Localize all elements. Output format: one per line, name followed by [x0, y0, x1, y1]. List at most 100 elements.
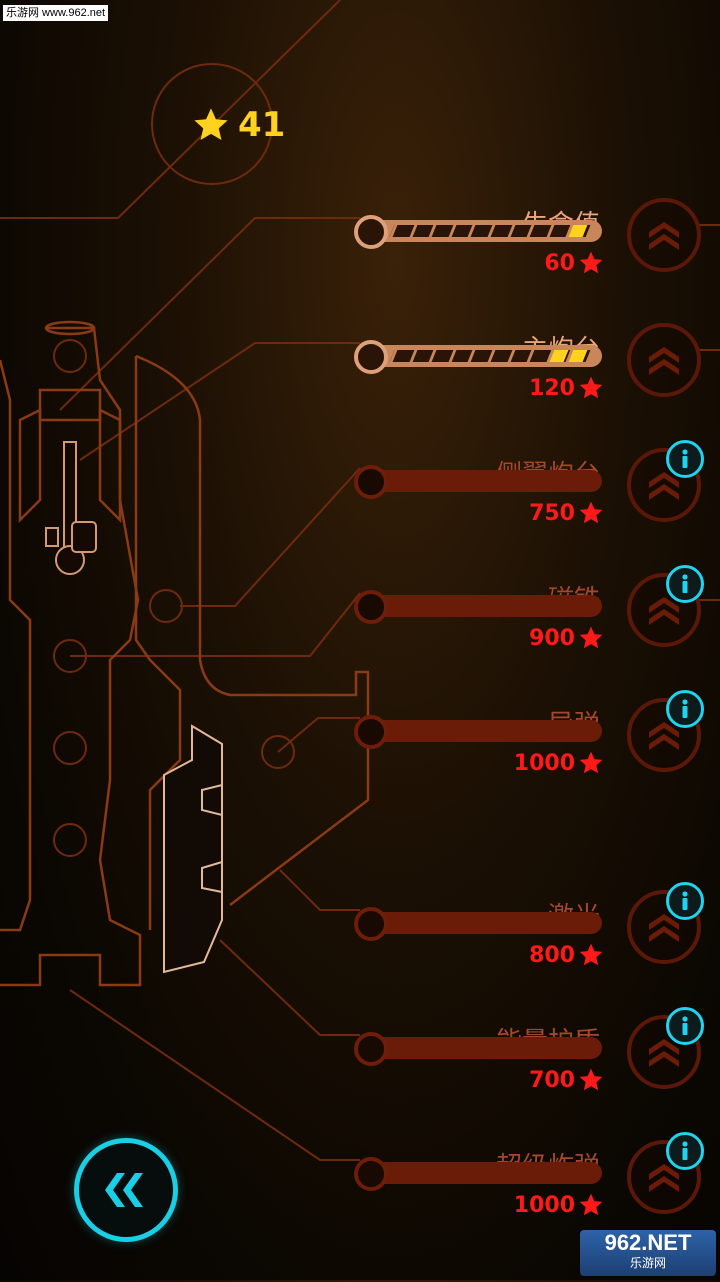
level-segment-empty: [409, 225, 432, 237]
ship-outline: [0, 320, 370, 987]
back-button[interactable]: [74, 1138, 178, 1242]
upgrade-cost: 60: [544, 250, 604, 276]
double-chevron-up-icon: [649, 597, 679, 625]
info-button[interactable]: [666, 1007, 704, 1045]
upgrade-cost-value: 900: [529, 625, 575, 651]
level-segment-empty: [526, 225, 549, 237]
info-icon: [682, 1141, 688, 1160]
watermark-logo: 962.NET 乐游网: [580, 1230, 716, 1276]
level-segment-empty: [467, 350, 490, 362]
red-star-icon: [579, 1068, 603, 1091]
red-star-icon: [579, 943, 603, 966]
level-segment-empty: [546, 225, 569, 237]
upgrade-progress-track: [368, 720, 602, 742]
double-chevron-up-icon: [649, 347, 679, 375]
level-segment-empty: [487, 350, 510, 362]
upgrade-row: 生命值60: [0, 198, 720, 340]
red-star-icon: [579, 751, 603, 774]
upgrade-progress-track: [368, 1162, 602, 1184]
double-chevron-up-icon: [649, 472, 679, 500]
level-segment-empty: [389, 225, 412, 237]
watermark-logo-text: 962.NET: [604, 1230, 692, 1255]
upgrade-row: 激光800: [0, 882, 720, 1032]
upgrade-row: 侧翼炮台750: [0, 440, 720, 590]
star-counter: 41: [192, 104, 285, 146]
info-button[interactable]: [666, 690, 704, 728]
upgrade-cost-value: 800: [529, 942, 575, 968]
level-segment-empty: [389, 350, 412, 362]
upgrade-row: 磁铁900: [0, 565, 720, 715]
watermark-logo-subtext: 乐游网: [629, 1256, 666, 1270]
level-segment-filled: [565, 350, 588, 362]
level-segment-empty: [526, 350, 549, 362]
red-star-icon: [579, 626, 603, 649]
info-button[interactable]: [666, 440, 704, 478]
info-button[interactable]: [666, 565, 704, 603]
level-segment-filled: [546, 350, 569, 362]
upgrade-progress-knob: [354, 465, 388, 499]
upgrade-progress-knob: [354, 215, 388, 249]
upgrade-progress-knob: [354, 907, 388, 941]
upgrade-cost-value: 700: [529, 1067, 575, 1093]
info-button[interactable]: [666, 1132, 704, 1170]
upgrade-cost: 900: [529, 625, 604, 651]
star-count: 41: [238, 105, 286, 145]
upgrade-cost-value: 60: [544, 250, 575, 276]
info-icon: [682, 1016, 688, 1035]
upgrade-progress-track: [368, 595, 602, 617]
upgrade-row: 能量护盾700: [0, 1007, 720, 1157]
upgrade-row: 导弹1000: [0, 690, 720, 840]
info-icon: [682, 699, 688, 718]
level-segment-empty: [448, 225, 471, 237]
ship-cannon: [45, 441, 97, 575]
info-icon: [682, 891, 688, 910]
ship-blade: [163, 724, 223, 974]
upgrade-cost-value: 1000: [513, 750, 575, 776]
level-segment-empty: [409, 350, 432, 362]
upgrade-level-segments: [389, 225, 591, 237]
info-icon: [682, 449, 688, 468]
double-chevron-up-icon: [649, 1039, 679, 1067]
info-icon: [682, 574, 688, 593]
upgrade-progress-knob: [354, 590, 388, 624]
upgrade-cost: 800: [529, 942, 604, 968]
red-star-icon: [579, 501, 603, 524]
upgrade-progress-track: [368, 1037, 602, 1059]
upgrade-cost: 1000: [514, 750, 604, 776]
upgrade-cost: 700: [529, 1067, 604, 1093]
upgrade-progress-track: [368, 470, 602, 492]
double-chevron-up-icon: [649, 914, 679, 942]
double-chevron-up-icon: [649, 222, 679, 250]
upgrade-progress-track: [368, 912, 602, 934]
upgrade-cost-value: 750: [529, 500, 575, 526]
double-chevron-up-icon: [649, 1164, 679, 1192]
level-segment-empty: [507, 225, 530, 237]
watermark-top: 乐游网 www.962.net: [3, 5, 109, 21]
upgrade-progress-knob: [354, 1032, 388, 1066]
upgrade-progress-knob: [354, 715, 388, 749]
level-segment-empty: [448, 350, 471, 362]
upgrade-cost-value: 1000: [513, 1192, 575, 1218]
upgrade-button[interactable]: [627, 323, 701, 397]
level-segment-empty: [487, 225, 510, 237]
red-star-icon: [579, 251, 603, 274]
red-star-icon: [579, 1193, 603, 1216]
level-segment-empty: [507, 350, 530, 362]
upgrade-cost: 1000: [514, 1192, 604, 1218]
upgrade-cost-value: 120: [529, 375, 575, 401]
level-segment-empty: [428, 225, 451, 237]
level-segment-filled: [565, 225, 588, 237]
upgrade-button[interactable]: [627, 1015, 701, 1089]
upgrade-progress-knob: [354, 1157, 388, 1191]
level-segment-empty: [467, 225, 490, 237]
upgrade-level-segments: [389, 350, 591, 362]
info-button[interactable]: [666, 882, 704, 920]
upgrade-row: 超级炸弹1000: [0, 1132, 720, 1282]
upgrade-progress-knob: [354, 340, 388, 374]
upgrade-cost: 750: [529, 500, 604, 526]
upgrade-cost: 120: [529, 375, 604, 401]
double-chevron-up-icon: [649, 722, 679, 750]
upgrade-button[interactable]: [627, 198, 701, 272]
star-icon: [194, 108, 228, 141]
